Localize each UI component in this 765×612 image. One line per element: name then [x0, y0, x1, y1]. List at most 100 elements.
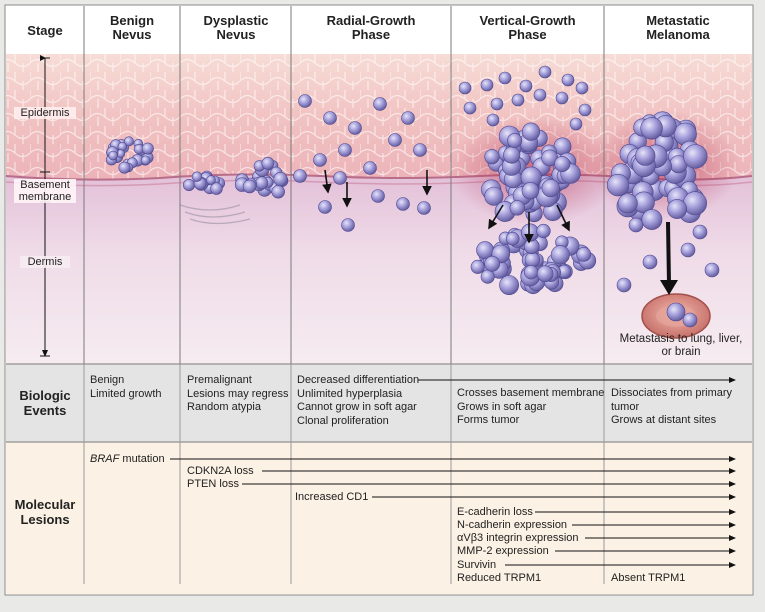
- melanoma-cell: [396, 197, 410, 211]
- melanoma-cell: [704, 262, 720, 278]
- melanoma-cell: [509, 200, 525, 216]
- header-vertical-line1: Vertical-Growth: [479, 13, 576, 28]
- melanoma-cell: [242, 179, 257, 194]
- melanoma-cell: [140, 155, 151, 166]
- melanoma-cell: [536, 265, 554, 283]
- melanoma-cell: [333, 171, 347, 185]
- lesion-ecadherin: E-cadherin loss: [457, 506, 533, 518]
- invasion-arrow: [488, 204, 504, 230]
- melanoma-cell: [480, 78, 494, 92]
- metastasis-arrow-head: [660, 280, 678, 295]
- lesion-ncadherin: N-cadherin expression: [457, 519, 568, 531]
- lesion-cd1: Increased CD1: [295, 491, 369, 503]
- melanoma-cell: [682, 191, 707, 216]
- header-radial-line2: Phase: [351, 27, 391, 42]
- melanoma-cell: [692, 224, 708, 240]
- melanoma-cell: [141, 142, 154, 155]
- melanoma-cell: [523, 265, 539, 280]
- melanoma-cell: [521, 182, 540, 200]
- melanoma-cell: [323, 111, 337, 125]
- melanoma-cell: [463, 101, 477, 115]
- regression-fibrosis: [179, 204, 251, 225]
- header-vertical-line2: Phase: [508, 27, 547, 42]
- melanoma-cell: [484, 255, 501, 272]
- melanoma-cell: [511, 93, 525, 107]
- event-vertical-3: Forms tumor: [457, 414, 520, 426]
- event-vertical-1: Crosses basement membrane: [457, 387, 605, 399]
- header-radial-growth: Radial-Growth Phase: [292, 14, 450, 42]
- melanoma-cell: [486, 113, 500, 127]
- metastasis-arrow-shaft: [666, 221, 671, 285]
- melanoma-cell: [641, 209, 663, 230]
- melanoma-cell: [642, 254, 658, 270]
- event-benign-2: Limited growth: [90, 387, 162, 400]
- row-molecular-line1: Molecular: [14, 497, 76, 512]
- melanoma-cell: [298, 94, 312, 108]
- melanoma-cell: [458, 81, 472, 95]
- melanoma-cell: [108, 150, 118, 161]
- header-band: [6, 6, 752, 54]
- events-vertical: Crosses basement membrane Grows in soft …: [457, 387, 604, 428]
- melanoma-cell: [480, 269, 495, 284]
- invasion-arrow: [322, 169, 332, 194]
- melanoma-cell: [401, 111, 415, 125]
- melanoma-cell: [341, 218, 355, 232]
- melanoma-cell: [123, 136, 134, 147]
- melanoma-cell: [554, 156, 571, 173]
- biologic-events-band: [6, 364, 752, 442]
- lesion-cdkn2a: CDKN2A loss: [187, 465, 254, 477]
- melanoma-cell: [484, 186, 504, 206]
- melanoma-cells: [105, 65, 720, 328]
- row-label-biologic-events: Biologic Events: [8, 388, 82, 418]
- melanoma-cell: [666, 302, 686, 322]
- melanoma-cell: [318, 200, 332, 214]
- lesion-survivin: Survivin: [457, 559, 497, 571]
- event-dysplastic-3: Random atypia: [187, 401, 261, 413]
- event-radial-4: Clonal proliferation: [297, 414, 389, 427]
- lesion-braf-gene: BRAF: [90, 453, 120, 465]
- melanoma-cell: [183, 179, 196, 192]
- label-dermis: Dermis: [20, 256, 70, 268]
- label-basement-line2: membrane: [18, 191, 72, 203]
- event-vertical-2: Grows in soft agar: [457, 400, 547, 413]
- melanoma-cell: [206, 175, 216, 185]
- melanoma-cell: [373, 97, 387, 111]
- header-metastatic-line2: Melanoma: [646, 27, 710, 42]
- melanoma-cell: [255, 176, 269, 190]
- melanoma-cell: [519, 79, 533, 93]
- melanoma-cell: [505, 231, 520, 246]
- header-vertical-growth: Vertical-Growth Phase: [452, 14, 603, 42]
- invasion-arrows: [322, 169, 570, 244]
- melanoma-cell: [503, 146, 521, 164]
- metastasis-note: Metastasis to lung, liver, or brain: [612, 333, 750, 359]
- melanoma-cell: [371, 189, 385, 203]
- melanoma-cell: [576, 246, 592, 262]
- event-dysplastic-2: Lesions may regress: [187, 387, 289, 400]
- event-metastatic-3: Grows at distant sites: [611, 414, 717, 426]
- melanoma-cell: [417, 201, 431, 215]
- header-stage: Stage: [27, 23, 63, 38]
- event-radial-2: Unlimited hyperplasia: [297, 387, 403, 400]
- melanoma-cell: [210, 182, 223, 195]
- melanoma-cell: [348, 121, 362, 135]
- melanoma-cell: [536, 223, 551, 239]
- header-benign-line1: Benign: [109, 13, 155, 28]
- events-metastatic: Dissociates from primary tumor Grows at …: [611, 387, 732, 428]
- melanoma-cell: [682, 312, 698, 328]
- header-metastatic-melanoma: Metastatic Melanoma: [605, 14, 751, 42]
- melanoma-cell: [575, 81, 589, 95]
- melanoma-cell: [261, 156, 275, 170]
- melanoma-cell: [273, 172, 288, 187]
- label-epidermis: Epidermis: [14, 107, 76, 119]
- progression-arrows: [170, 377, 736, 568]
- events-benign: Benign Limited growth: [90, 374, 162, 401]
- molecular-lesions-band: [6, 442, 752, 594]
- melanoma-cell: [498, 71, 512, 85]
- header-dysplastic-line1: Dysplastic: [203, 13, 269, 28]
- melanoma-cell: [628, 217, 644, 233]
- melanoma-cell: [363, 161, 377, 175]
- events-dysplastic: Premalignant Lesions may regress Random …: [187, 374, 289, 415]
- lesion-reduced-trpm1: Reduced TRPM1: [457, 572, 542, 584]
- event-radial-1: Decreased differentiation: [297, 374, 420, 386]
- melanoma-cell: [499, 275, 520, 296]
